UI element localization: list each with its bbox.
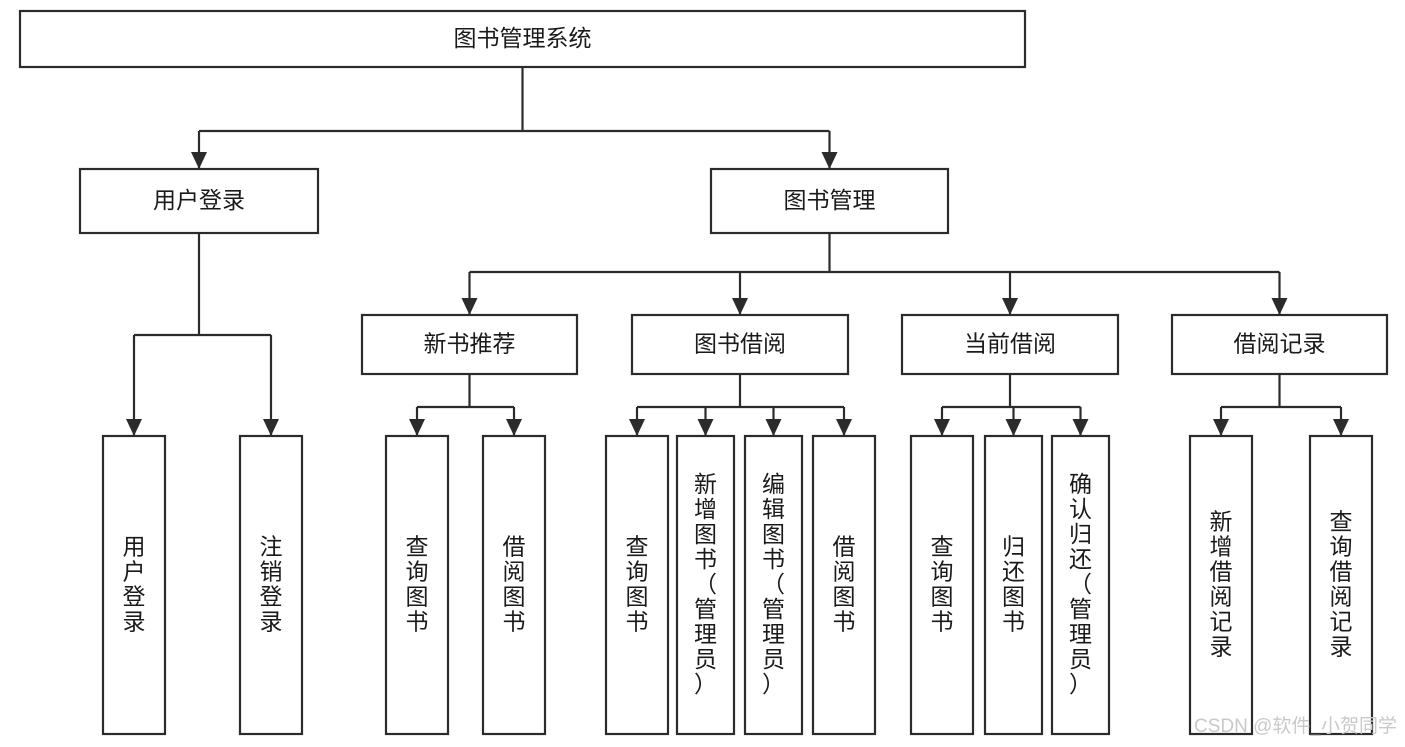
arrow-head-icon xyxy=(836,419,852,436)
arrow-head-icon xyxy=(1005,419,1022,436)
node-label-current-borrow: 当前借阅 xyxy=(964,331,1056,357)
arrow-head-icon xyxy=(1333,419,1349,436)
arrow-head-icon xyxy=(629,419,645,436)
node-box-book-borrow[interactable] xyxy=(630,313,850,376)
node-leaf-add-book[interactable]: 新增图书（管理员） xyxy=(675,434,736,736)
node-label-borrow-record: 借阅记录 xyxy=(1234,331,1326,357)
node-box-user-login[interactable] xyxy=(78,167,320,235)
node-label-new-book-recommend: 新书推荐 xyxy=(424,331,516,357)
node-label-user-login: 用户登录 xyxy=(153,187,245,213)
node-root[interactable]: 图书管理系统 xyxy=(18,9,1027,69)
node-label-leaf-add-book: 新增图书（管理员） xyxy=(694,471,717,697)
node-label-leaf-edit-book: 编辑图书（管理员） xyxy=(762,471,785,697)
node-box-leaf-user-login[interactable] xyxy=(101,434,167,736)
node-box-current-borrow[interactable] xyxy=(900,313,1120,376)
arrow-head-icon xyxy=(765,419,782,436)
node-label-book-borrow: 图书借阅 xyxy=(694,331,786,357)
csdn-watermark: CSDN @软件_小贺同学 xyxy=(1194,715,1397,737)
node-box-leaf-borrow-book[interactable] xyxy=(811,434,877,736)
arrow-head-icon xyxy=(697,419,714,436)
arrow-head-icon xyxy=(126,419,142,436)
node-leaf-query-book-new[interactable]: 查询图书 xyxy=(384,434,450,736)
node-box-leaf-query-book-current[interactable] xyxy=(909,434,975,736)
node-book-borrow[interactable]: 图书借阅 xyxy=(630,313,850,376)
node-layer: 图书管理系统用户登录图书管理新书推荐图书借阅当前借阅借阅记录用户登录注销登录查询… xyxy=(18,9,1389,736)
node-current-borrow[interactable]: 当前借阅 xyxy=(900,313,1120,376)
node-leaf-return-book[interactable]: 归还图书 xyxy=(983,434,1044,736)
arrow-head-icon xyxy=(506,419,522,436)
arrow-head-icon xyxy=(934,419,950,436)
node-leaf-logout[interactable]: 注销登录 xyxy=(238,434,304,736)
node-label-leaf-return-book: 归还图书 xyxy=(1002,534,1025,635)
node-leaf-query-borrow-record[interactable]: 查询借阅记录 xyxy=(1308,434,1374,736)
node-leaf-borrow-book[interactable]: 借阅图书 xyxy=(811,434,877,736)
node-box-new-book-recommend[interactable] xyxy=(360,313,579,376)
arrow-head-icon xyxy=(1213,419,1229,436)
node-box-leaf-query-borrow-record[interactable] xyxy=(1308,434,1374,736)
node-label-leaf-query-book-borrow: 查询图书 xyxy=(626,534,649,635)
arrow-head-icon xyxy=(409,419,425,436)
node-label-leaf-logout: 注销登录 xyxy=(260,534,283,635)
node-leaf-confirm-return[interactable]: 确认归还（管理员） xyxy=(1050,434,1111,736)
node-leaf-edit-book[interactable]: 编辑图书（管理员） xyxy=(743,434,804,736)
node-box-book-manage[interactable] xyxy=(709,167,950,235)
node-box-leaf-confirm-return[interactable] xyxy=(1050,434,1111,736)
node-leaf-query-book-borrow[interactable]: 查询图书 xyxy=(604,434,670,736)
node-book-manage[interactable]: 图书管理 xyxy=(709,167,950,235)
node-box-leaf-logout[interactable] xyxy=(238,434,304,736)
node-label-leaf-add-borrow-record: 新增借阅记录 xyxy=(1210,509,1233,660)
node-box-leaf-edit-book[interactable] xyxy=(743,434,804,736)
node-box-root[interactable] xyxy=(18,9,1027,69)
node-leaf-borrow-book-new[interactable]: 借阅图书 xyxy=(481,434,547,736)
node-box-leaf-query-book-new[interactable] xyxy=(384,434,450,736)
arrow-head-icon xyxy=(821,152,838,169)
node-label-leaf-query-borrow-record: 查询借阅记录 xyxy=(1330,509,1353,660)
arrow-head-icon xyxy=(1002,298,1018,315)
node-new-book-recommend[interactable]: 新书推荐 xyxy=(360,313,579,376)
node-leaf-add-borrow-record[interactable]: 新增借阅记录 xyxy=(1188,434,1254,736)
node-label-root: 图书管理系统 xyxy=(454,25,592,51)
node-borrow-record[interactable]: 借阅记录 xyxy=(1170,313,1389,376)
node-box-leaf-query-book-borrow[interactable] xyxy=(604,434,670,736)
node-label-leaf-borrow-book: 借阅图书 xyxy=(833,534,856,635)
node-label-leaf-query-book-current: 查询图书 xyxy=(931,534,954,635)
node-label-leaf-confirm-return: 确认归还（管理员） xyxy=(1069,471,1092,697)
node-leaf-query-book-current[interactable]: 查询图书 xyxy=(909,434,975,736)
node-box-leaf-add-borrow-record[interactable] xyxy=(1188,434,1254,736)
node-leaf-user-login[interactable]: 用户登录 xyxy=(101,434,167,736)
arrow-head-icon xyxy=(263,419,279,436)
arrow-head-icon xyxy=(1271,298,1288,315)
node-box-leaf-add-book[interactable] xyxy=(675,434,736,736)
arrow-head-icon xyxy=(191,152,207,169)
node-label-leaf-user-login: 用户登录 xyxy=(123,534,146,635)
arrow-head-icon xyxy=(732,298,748,315)
connector-layer xyxy=(126,67,1349,436)
node-label-leaf-borrow-book-new: 借阅图书 xyxy=(503,534,526,635)
arrow-head-icon xyxy=(461,298,478,315)
node-box-leaf-borrow-book-new[interactable] xyxy=(481,434,547,736)
node-box-borrow-record[interactable] xyxy=(1170,313,1389,376)
node-label-book-manage: 图书管理 xyxy=(784,187,876,213)
node-user-login[interactable]: 用户登录 xyxy=(78,167,320,235)
node-label-leaf-query-book-new: 查询图书 xyxy=(406,534,429,635)
node-box-leaf-return-book[interactable] xyxy=(983,434,1044,736)
arrow-head-icon xyxy=(1072,419,1089,436)
